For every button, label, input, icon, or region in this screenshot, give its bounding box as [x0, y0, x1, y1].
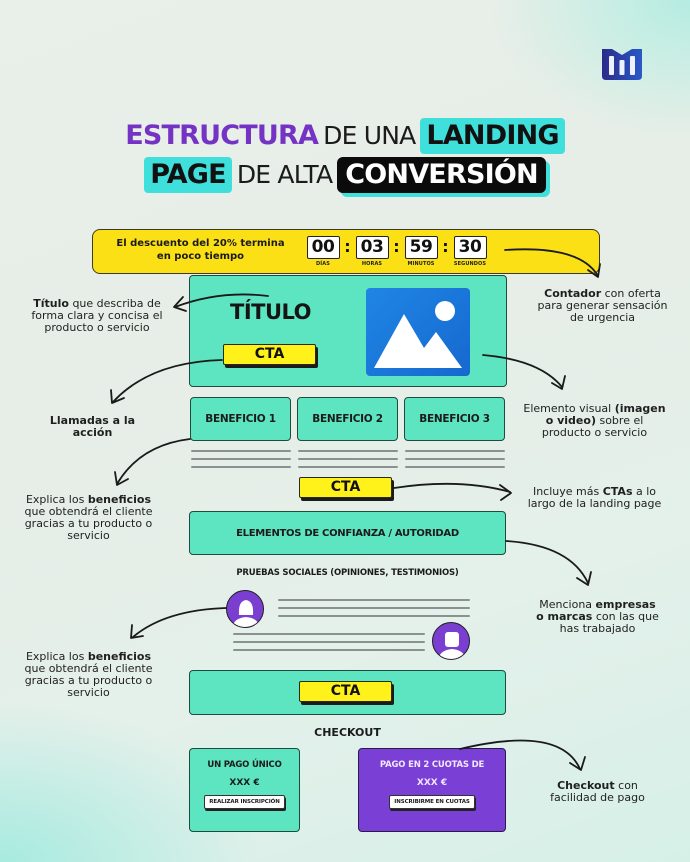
benefit-text-lines: [298, 450, 398, 468]
arrow-icon: [114, 471, 129, 486]
benefit-text-lines: [405, 450, 505, 468]
countdown-hours-label: HORAS: [361, 261, 383, 267]
annotation-brands: Menciona empresas o marcas con las que h…: [535, 599, 660, 635]
male-avatar-icon: [432, 622, 470, 660]
benefit-text-lines: [191, 450, 291, 468]
annotation-bold: Título: [33, 297, 69, 310]
countdown-message: El descuento del 20% termina en poco tie…: [116, 238, 285, 262]
annotation-text: con facilidad de pago: [550, 779, 645, 804]
checkout-option-title: UN PAGO ÚNICO: [207, 760, 282, 770]
annotation-bold: empresas o marcas: [536, 598, 656, 623]
social-proof-title: PRUEBAS SOCIALES (OPINIONES, TESTIMONIOS…: [236, 568, 459, 578]
countdown-separator: :: [344, 237, 351, 256]
female-avatar-icon: [226, 590, 264, 628]
final-cta-button[interactable]: CTA: [299, 681, 392, 702]
arrow-icon: [499, 484, 512, 501]
testimonial-text-lines: [233, 633, 425, 651]
title-word-page: PAGE: [144, 157, 232, 193]
countdown-days-label: DÍAS: [316, 261, 330, 267]
countdown-separator: :: [442, 237, 449, 256]
countdown-minutes: 59 MINUTOS: [403, 236, 439, 267]
trust-authority-section: ELEMENTOS DE CONFIANZA / AUTORIDAD: [189, 511, 506, 555]
page-title-line-1: ESTRUCTURA DE UNA LANDING: [0, 118, 690, 154]
annotation-text: sobre el producto o servicio: [541, 414, 648, 439]
arrow-icon: [110, 389, 125, 404]
annotation-text: Elemento visual: [523, 402, 615, 415]
benefit-card-3: BENEFICIO 3: [404, 397, 505, 441]
testimonial-text-lines: [278, 599, 470, 617]
title-word-estructura: ESTRUCTURA: [125, 120, 319, 151]
arrow-icon: [116, 438, 191, 485]
title-word-de-una: DE UNA: [323, 121, 416, 150]
title-word-de-alta: DE ALTA: [236, 160, 333, 189]
annotation-cta: Llamadas a la acción: [30, 415, 155, 439]
countdown-days: 00 DÍAS: [305, 236, 341, 267]
annotation-bold: Checkout: [557, 779, 615, 792]
annotation-bold: beneficios: [87, 493, 152, 506]
checkout-option-single: UN PAGO ÚNICO XXX € REALIZAR INSCRIPCIÓN: [189, 748, 300, 832]
final-cta-section: CTA: [189, 670, 506, 715]
middle-cta-button[interactable]: CTA: [299, 477, 392, 498]
annotation-visual: Elemento visual (imagen o video) sobre e…: [522, 403, 667, 439]
annotation-bold: CTAs: [602, 485, 633, 498]
annotation-counter: Contador con oferta para generar sensaci…: [535, 288, 670, 324]
bar-chart-logo-icon: [600, 46, 644, 82]
annotation-benefits: Explica los beneficios que obtendrá el c…: [16, 494, 161, 542]
annotation-bold: (imagen o video): [545, 402, 666, 427]
countdown-hours: 03 HORAS: [354, 236, 390, 267]
countdown-banner: El descuento del 20% termina en poco tie…: [92, 229, 600, 274]
annotation-text: con las que has trabajado: [559, 610, 659, 635]
annotation-text: que obtendrá el cliente gracias a tu pro…: [24, 662, 153, 699]
annotation-bold: beneficios: [87, 650, 152, 663]
annotation-text: que obtendrá el cliente gracias a tu pro…: [24, 505, 153, 542]
image-placeholder-icon: [366, 288, 470, 376]
arrow-icon: [130, 624, 144, 639]
annotation-text: Llamadas a la acción: [49, 414, 136, 439]
annotation-text: que describa de forma clara y concisa el…: [31, 297, 163, 334]
hero-title: TÍTULO: [230, 300, 312, 324]
countdown-days-value: 00: [306, 236, 340, 259]
countdown-seconds-value: 30: [453, 236, 487, 259]
enroll-button[interactable]: REALIZAR INSCRIPCIÓN: [204, 795, 285, 809]
annotation-text: Incluye más: [532, 485, 603, 498]
hero-section: TÍTULO CTA: [189, 275, 507, 387]
annotation-text: con oferta para generar sensación de urg…: [537, 287, 668, 324]
benefit-card-2: BENEFICIO 2: [297, 397, 398, 441]
checkout-title: CHECKOUT: [314, 726, 381, 739]
page-title-line-2: PAGE DE ALTA CONVERSIÓN: [0, 157, 690, 193]
annotation-text: Explica los: [25, 650, 88, 663]
countdown-minutes-label: MINUTOS: [407, 261, 435, 267]
annotation-title: Título que describa de forma clara y con…: [22, 298, 172, 334]
hero-cta-button[interactable]: CTA: [223, 344, 316, 365]
countdown-hours-value: 03: [355, 236, 389, 259]
annotation-benefits-2: Explica los beneficios que obtendrá el c…: [16, 651, 161, 699]
countdown-seconds-label: SEGUNDOS: [453, 261, 487, 267]
arrow-icon: [505, 540, 589, 584]
countdown-separator: :: [393, 237, 400, 256]
enroll-installments-button[interactable]: INSCRIBIRME EN CUOTAS: [389, 795, 475, 809]
countdown-timer: 00 DÍAS : 03 HORAS : 59 MINUTOS : 30 SEG…: [305, 236, 488, 267]
title-word-landing: LANDING: [420, 118, 565, 154]
arrow-icon: [393, 482, 511, 493]
annotation-text: Menciona: [539, 598, 596, 611]
checkout-option-title: PAGO EN 2 CUOTAS DE: [379, 760, 485, 770]
checkout-option-installments: PAGO EN 2 CUOTAS DE XXX € INSCRIBIRME EN…: [358, 748, 506, 832]
title-word-conversion: CONVERSIÓN: [337, 157, 546, 193]
annotation-bold: Contador: [544, 287, 602, 300]
annotation-more-ctas: Incluye más CTAs a lo largo de la landin…: [522, 486, 667, 510]
checkout-option-price: XXX €: [416, 778, 448, 788]
checkout-option-price: XXX €: [229, 778, 260, 788]
countdown-minutes-value: 59: [404, 236, 438, 259]
countdown-seconds: 30 SEGUNDOS: [452, 236, 488, 267]
annotation-checkout: Checkout con facilidad de pago: [535, 780, 660, 804]
annotation-text: Explica los: [25, 493, 88, 506]
annotation-text: a lo largo de la landing page: [527, 485, 662, 510]
arrow-icon: [569, 756, 586, 771]
arrow-icon: [132, 607, 227, 638]
arrow-icon: [576, 571, 592, 586]
arrow-icon: [173, 296, 187, 312]
arrow-icon: [551, 375, 566, 390]
benefit-card-1: BENEFICIO 1: [190, 397, 291, 441]
